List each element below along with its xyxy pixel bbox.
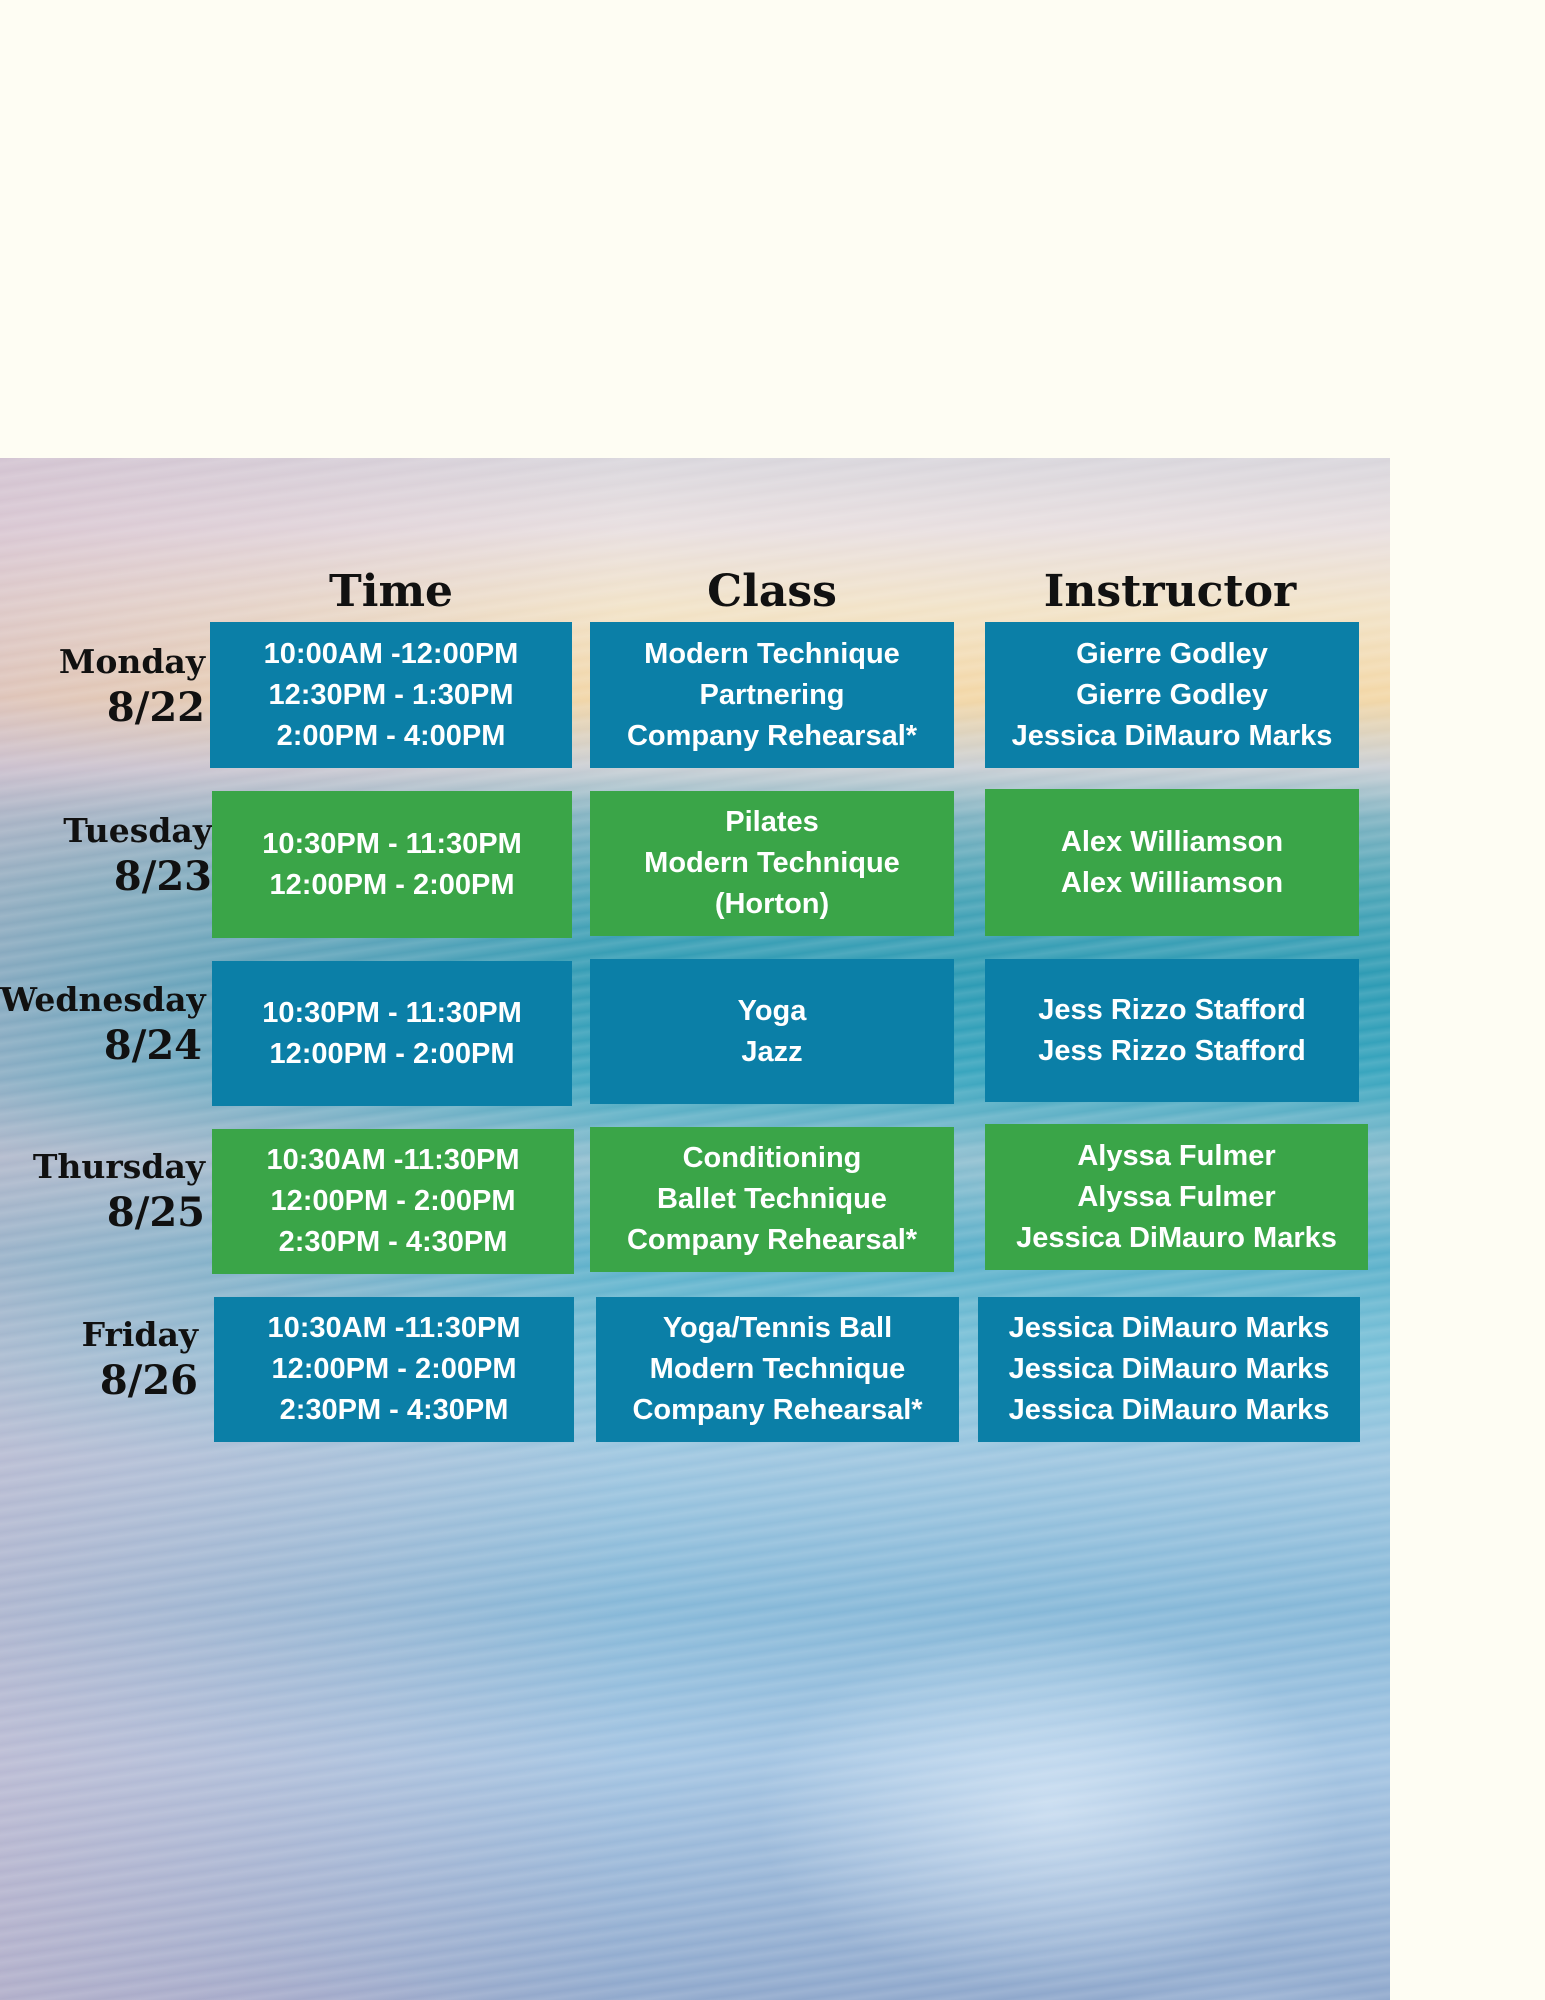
time-cell-thursday: 10:30AM -11:30PM 12:00PM - 2:00PM 2:30PM… [212, 1129, 574, 1274]
instructor-cell-friday: Jessica DiMauro Marks Jessica DiMauro Ma… [978, 1297, 1360, 1442]
time-cell-wednesday: 10:30PM - 11:30PM 12:00PM - 2:00PM [212, 961, 572, 1106]
time-cell-tuesday: 10:30PM - 11:30PM 12:00PM - 2:00PM [212, 791, 572, 938]
class-name: Modern Technique [649, 1353, 906, 1385]
instructor-name: Jessica DiMauro Marks [1011, 719, 1333, 752]
instructor-name: Alyssa Fulmer [1077, 1139, 1276, 1172]
day-label-monday: Monday 8/22 [0, 641, 205, 733]
class-cell-thursday: Conditioning Ballet Technique Company Re… [590, 1127, 954, 1272]
class-cell-monday: Modern Technique Partnering Company Rehe… [590, 622, 954, 768]
instructor-name: Jessica DiMauro Marks [1008, 1394, 1330, 1426]
day-name: Thursday [32, 1147, 205, 1186]
class-name: Yoga [737, 994, 807, 1027]
time-slot: 2:00PM - 4:00PM [276, 719, 506, 752]
day-name: Tuesday [63, 811, 212, 850]
class-name: Yoga/Tennis Ball [662, 1312, 893, 1344]
instructor-cell-monday: Gierre Godley Gierre Godley Jessica DiMa… [985, 622, 1359, 768]
time-slot: 2:30PM - 4:30PM [278, 1226, 508, 1258]
instructor-name: Jessica DiMauro Marks [1008, 1353, 1330, 1385]
time-slot: 10:30PM - 11:30PM [262, 996, 522, 1029]
instructor-name: Jess Rizzo Stafford [1038, 993, 1306, 1026]
day-date: 8/26 [99, 1357, 198, 1404]
instructor-name: Jessica DiMauro Marks [1008, 1312, 1330, 1344]
instructor-cell-wednesday: Jess Rizzo Stafford Jess Rizzo Stafford [985, 959, 1359, 1102]
day-date: 8/25 [106, 1189, 205, 1236]
day-date: 8/23 [113, 853, 212, 900]
time-slot: 10:30PM - 11:30PM [262, 827, 522, 860]
day-label-thursday: Thursday 8/25 [0, 1146, 205, 1238]
class-name: Ballet Technique [657, 1183, 887, 1215]
day-name: Monday [58, 642, 205, 681]
time-slot: 12:00PM - 2:00PM [270, 1185, 516, 1217]
class-cell-friday: Yoga/Tennis Ball Modern Technique Compan… [596, 1297, 959, 1442]
class-name: (Horton) [714, 888, 830, 920]
time-slot: 12:00PM - 2:00PM [271, 1353, 517, 1385]
day-label-tuesday: Tuesday 8/23 [0, 810, 212, 902]
day-name: Friday [81, 1315, 198, 1354]
header-time: Time [328, 566, 453, 617]
class-name: Modern Technique [644, 637, 900, 670]
time-cell-monday: 10:00AM -12:00PM 12:30PM - 1:30PM 2:00PM… [210, 622, 572, 768]
instructor-name: Jess Rizzo Stafford [1038, 1034, 1306, 1067]
time-slot: 10:00AM -12:00PM [263, 637, 519, 670]
instructor-name: Alex Williamson [1060, 825, 1284, 858]
time-slot: 10:30AM -11:30PM [267, 1312, 521, 1344]
class-name: Company Rehearsal* [626, 1224, 918, 1256]
time-cell-friday: 10:30AM -11:30PM 12:00PM - 2:00PM 2:30PM… [214, 1297, 574, 1442]
class-cell-tuesday: Pilates Modern Technique (Horton) [590, 791, 954, 936]
time-slot: 10:30AM -11:30PM [266, 1144, 520, 1176]
class-name: Pilates [725, 806, 819, 838]
day-date: 8/24 [103, 1022, 202, 1069]
instructor-name: Alyssa Fulmer [1077, 1180, 1276, 1213]
time-slot: 12:00PM - 2:00PM [269, 1037, 515, 1070]
instructor-name: Alex Williamson [1060, 866, 1284, 899]
class-name: Conditioning [682, 1142, 862, 1174]
instructor-name: Gierre Godley [1076, 637, 1268, 670]
instructor-name: Gierre Godley [1076, 678, 1268, 711]
time-slot: 12:00PM - 2:00PM [269, 868, 515, 901]
class-name: Partnering [699, 678, 845, 711]
instructor-name: Jessica DiMauro Marks [1016, 1221, 1337, 1254]
class-name: Company Rehearsal* [632, 1394, 923, 1426]
class-cell-wednesday: Yoga Jazz [590, 959, 954, 1104]
day-label-friday: Friday 8/26 [0, 1314, 198, 1406]
instructor-cell-thursday: Alyssa Fulmer Alyssa Fulmer Jessica DiMa… [985, 1124, 1368, 1270]
class-name: Company Rehearsal* [626, 719, 918, 752]
header-class: Class [707, 566, 837, 617]
header-instructor: Instructor [1043, 566, 1297, 617]
time-slot: 2:30PM - 4:30PM [279, 1394, 509, 1426]
day-name: Wednesday [0, 980, 206, 1019]
instructor-cell-tuesday: Alex Williamson Alex Williamson [985, 789, 1359, 936]
class-name: Jazz [741, 1035, 803, 1068]
time-slot: 12:30PM - 1:30PM [268, 678, 514, 711]
day-label-wednesday: Wednesday 8/24 [0, 979, 206, 1071]
day-date: 8/22 [106, 684, 205, 731]
class-name: Modern Technique [644, 847, 900, 879]
